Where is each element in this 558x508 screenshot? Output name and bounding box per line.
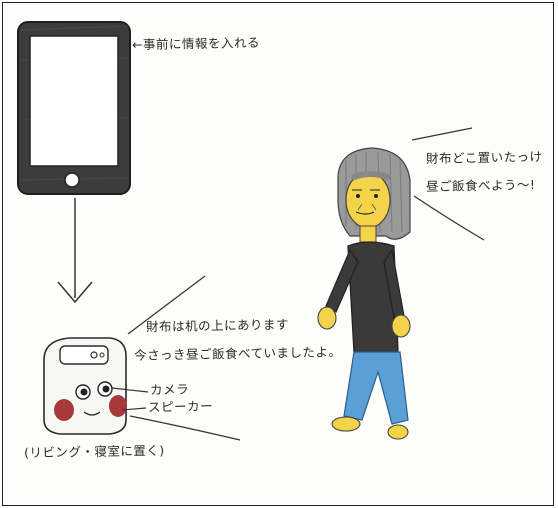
smartphone-drawing — [17, 21, 131, 195]
camera-label: カメラ — [149, 381, 190, 398]
speaker-label: スピーカー — [147, 398, 214, 415]
robot-speech-line1: 財布は机の上にあります — [145, 316, 290, 335]
phone-screen — [29, 35, 119, 167]
robot-right-cheek — [109, 395, 127, 417]
phone-note: ←事前に情報を入れる — [131, 34, 261, 53]
robot-camera-window — [59, 345, 109, 365]
robot-left-cheek — [54, 399, 74, 421]
person-speech-line2: 昼ご飯食べよう〜! — [425, 177, 536, 194]
placement-note: (リビング・寝室に置く) — [23, 442, 165, 461]
speaker-robot-drawing — [43, 337, 127, 435]
phone-home-button — [64, 172, 80, 188]
robot-mouth — [83, 411, 101, 416]
person-speech-line1: 財布どこ置いたっけ — [425, 148, 543, 167]
elderly-person-drawing — [317, 147, 411, 440]
arrow-down — [57, 198, 93, 304]
